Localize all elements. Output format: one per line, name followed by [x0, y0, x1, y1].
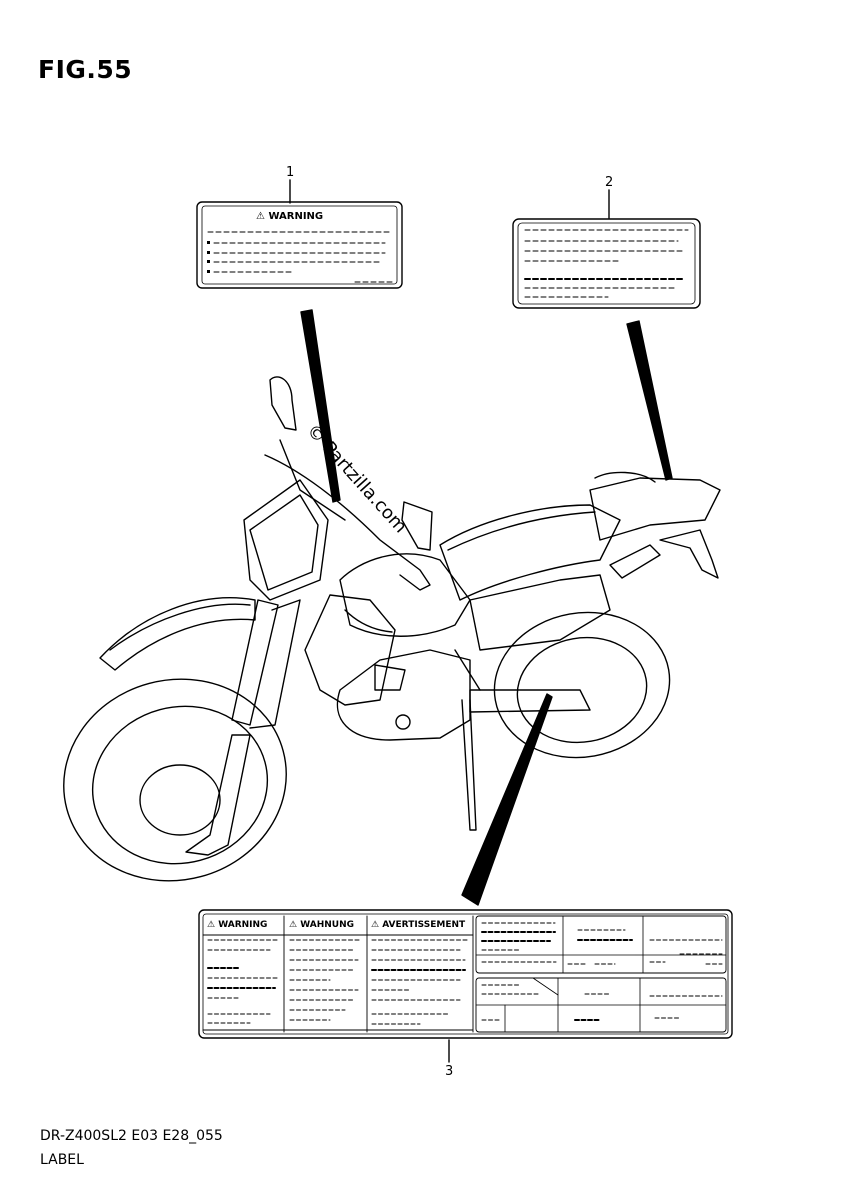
label-3-warning-heading: ⚠ WARNING — [207, 920, 268, 930]
label-3-avertissement-heading: ⚠ AVERTISSEMENT — [371, 920, 466, 930]
section-name: LABEL — [40, 1152, 84, 1168]
label-1-warning-decal — [196, 201, 403, 289]
pointer-wedge-3 — [461, 693, 553, 906]
pointer-wedge-1 — [300, 309, 341, 503]
motorcycle-illustration — [63, 376, 721, 882]
callout-3: 3 — [445, 1064, 454, 1079]
label-3-wahnung-heading: ⚠ WAHNUNG — [289, 920, 354, 930]
callout-1: 1 — [286, 165, 295, 180]
label-1-warning-heading: ⚠ WARNING — [256, 211, 324, 222]
pointer-wedge-2 — [626, 320, 673, 481]
model-code: DR-Z400SL2 E03 E28_055 — [40, 1128, 223, 1144]
label-2-decal — [512, 218, 701, 309]
label-3-multilingual-decal — [198, 909, 733, 1039]
callout-2: 2 — [605, 175, 614, 190]
figure-title: FIG.55 — [38, 55, 133, 84]
